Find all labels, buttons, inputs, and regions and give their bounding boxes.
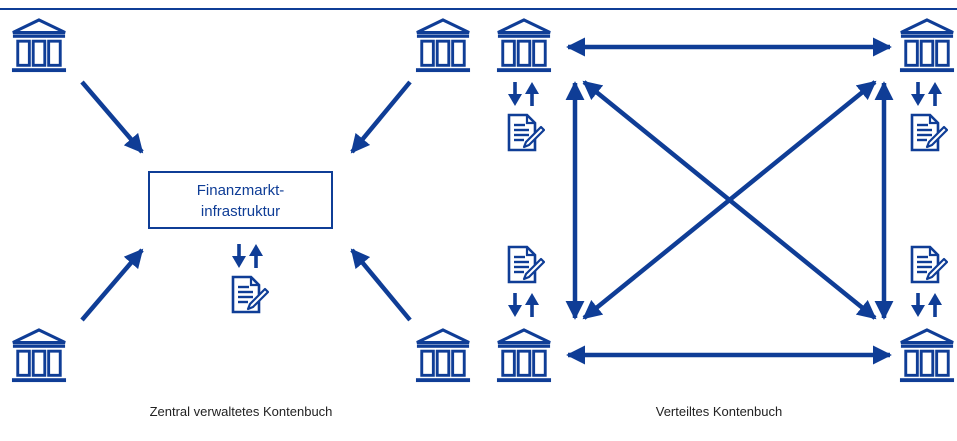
arrow-to-infrastructure bbox=[80, 80, 144, 154]
bank-icon bbox=[10, 328, 68, 384]
up-down-arrows-icon bbox=[909, 291, 944, 319]
infrastructure-label-line2: infrastruktur bbox=[201, 203, 280, 220]
up-down-arrows-icon bbox=[230, 242, 265, 270]
infrastructure-box bbox=[148, 171, 333, 229]
up-down-arrows-icon bbox=[909, 80, 944, 108]
up-down-arrows-icon bbox=[506, 80, 541, 108]
bank-icon bbox=[495, 18, 553, 74]
distributed-caption: Verteiltes Kontenbuch bbox=[656, 404, 782, 419]
document-edit-icon bbox=[910, 245, 948, 284]
central-ledger-panel: Finanzmarkt- infrastruktur Zentral verwa… bbox=[10, 18, 472, 419]
distributed-ledger-panel: Verteiltes Kontenbuch bbox=[495, 18, 956, 419]
arrow-to-infrastructure bbox=[80, 248, 144, 322]
infrastructure-label-line1: Finanzmarkt- bbox=[197, 182, 285, 199]
bank-icon bbox=[414, 18, 472, 74]
document-edit-icon bbox=[507, 245, 545, 284]
bank-icon bbox=[898, 18, 956, 74]
document-edit-icon bbox=[910, 113, 948, 152]
up-down-arrows-icon bbox=[506, 291, 541, 319]
bank-icon bbox=[414, 328, 472, 384]
document-edit-icon bbox=[507, 113, 545, 152]
bank-icon bbox=[10, 18, 68, 74]
central-caption: Zentral verwaltetes Kontenbuch bbox=[150, 404, 333, 419]
document-edit-icon bbox=[231, 275, 269, 314]
arrow-to-infrastructure bbox=[350, 248, 412, 322]
bank-icon bbox=[898, 328, 956, 384]
peer-arrow-diagonal bbox=[582, 80, 877, 320]
bank-icon bbox=[495, 328, 553, 384]
arrow-to-infrastructure bbox=[350, 80, 412, 154]
